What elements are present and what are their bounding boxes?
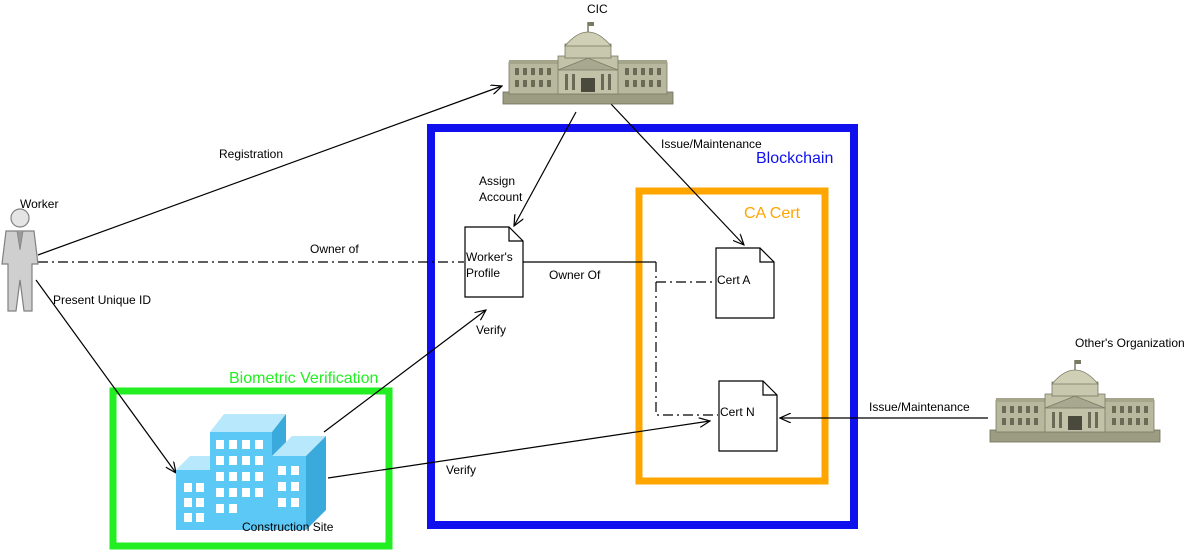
verify-profile-label: Verify [476, 323, 506, 337]
issue-maintenance-cic-label: Issue/Maintenance [661, 137, 762, 151]
verify-cert-arrow [327, 421, 710, 479]
cert-a-label: Cert A [717, 273, 750, 287]
workers-profile-label-line1: Worker's [466, 250, 513, 264]
verify-cert-label: Verify [446, 463, 476, 477]
blockchain-label: Blockchain [756, 150, 833, 167]
assign-account-label-line1: Assign [479, 174, 515, 188]
ca-cert-label: CA Cert [744, 205, 801, 222]
cic-building-icon [502, 21, 674, 105]
verify-profile-arrow [323, 310, 486, 433]
blockchain-container [427, 124, 858, 529]
issue-maintenance-other-label: Issue/Maintenance [869, 400, 970, 414]
worker-label: Worker [20, 197, 58, 211]
present-unique-id-label: Present Unique ID [53, 293, 151, 307]
registration-arrow [37, 86, 502, 256]
construction-site-building-icon [176, 414, 326, 530]
cic-label: CIC [587, 2, 608, 16]
workers-profile-label-line2: Profile [466, 266, 500, 280]
present-unique-id-arrow [35, 279, 176, 473]
ca-cert-container [635, 187, 829, 485]
cert-n-label: Cert N [720, 405, 755, 419]
others-organization-building-icon [989, 359, 1161, 443]
worker-person-icon [1, 208, 39, 312]
owner-of-cert-n-line [655, 282, 718, 416]
assign-account-label-line2: Account [479, 190, 523, 204]
owner-of-profile-label: Owner Of [549, 268, 601, 282]
assign-account-arrow [514, 111, 577, 226]
registration-label: Registration [219, 147, 283, 161]
construction-site-label: Construction Site [242, 520, 334, 534]
owner-of-cert-a-line [655, 262, 715, 283]
owner-of-worker-label: Owner of [310, 242, 359, 256]
others-organization-label: Other's Organization [1075, 336, 1185, 350]
biometric-label: Biometric Verification [229, 370, 378, 387]
issue-maintenance-cic-arrow [610, 103, 744, 245]
